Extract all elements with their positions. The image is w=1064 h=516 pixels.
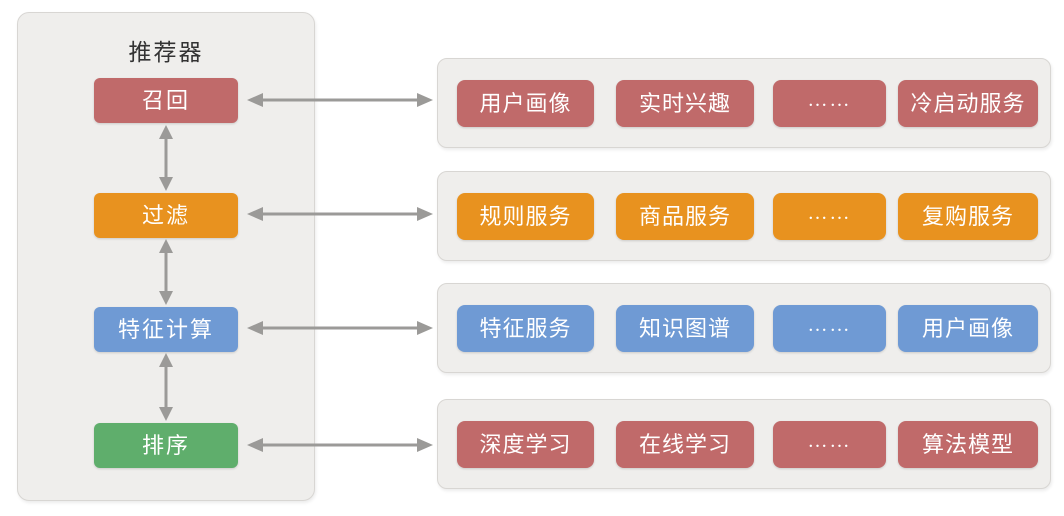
horizontal-double-arrow-recall-services xyxy=(247,93,433,107)
horizontal-double-arrow-filter-services xyxy=(247,207,433,221)
vertical-double-arrow-recall-filter xyxy=(159,125,173,191)
service-box-algorithm-model: 算法模型 xyxy=(898,421,1038,468)
service-row-feature: 特征服务 知识图谱 …… 用户画像 xyxy=(437,283,1051,373)
service-box-user-profile: 用户画像 xyxy=(898,305,1038,352)
service-box-ellipsis: …… xyxy=(773,421,886,468)
panel-title: 推荐器 xyxy=(128,40,204,65)
service-box-rule-service: 规则服务 xyxy=(457,193,594,240)
service-box-ellipsis: …… xyxy=(773,80,886,127)
service-box-deep-learning: 深度学习 xyxy=(457,421,594,468)
vertical-double-arrow-feature-ranking xyxy=(159,353,173,421)
service-box-realtime-interest: 实时兴趣 xyxy=(616,80,754,127)
service-box-cold-start: 冷启动服务 xyxy=(898,80,1038,127)
service-box-feature-service: 特征服务 xyxy=(457,305,594,352)
service-box-knowledge-graph: 知识图谱 xyxy=(616,305,754,352)
service-box-user-profile: 用户画像 xyxy=(457,80,594,127)
service-box-online-learning: 在线学习 xyxy=(616,421,754,468)
service-box-ellipsis: …… xyxy=(773,305,886,352)
service-row-recall: 用户画像 实时兴趣 …… 冷启动服务 xyxy=(437,58,1051,148)
service-row-filter: 规则服务 商品服务 …… 复购服务 xyxy=(437,171,1051,261)
stage-box-filter: 过滤 xyxy=(94,193,238,238)
recommender-panel: 推荐器 召回 过滤 特征计算 排序 xyxy=(17,12,315,501)
service-box-repurchase-service: 复购服务 xyxy=(898,193,1038,240)
service-box-ellipsis: …… xyxy=(773,193,886,240)
service-box-product-service: 商品服务 xyxy=(616,193,754,240)
stage-box-recall: 召回 xyxy=(94,78,238,123)
stage-box-feature-computation: 特征计算 xyxy=(94,307,238,352)
horizontal-double-arrow-feature-services xyxy=(247,321,433,335)
vertical-double-arrow-filter-feature xyxy=(159,239,173,305)
service-row-ranking: 深度学习 在线学习 …… 算法模型 xyxy=(437,399,1051,489)
horizontal-double-arrow-ranking-services xyxy=(247,438,433,452)
stage-box-ranking: 排序 xyxy=(94,423,238,468)
